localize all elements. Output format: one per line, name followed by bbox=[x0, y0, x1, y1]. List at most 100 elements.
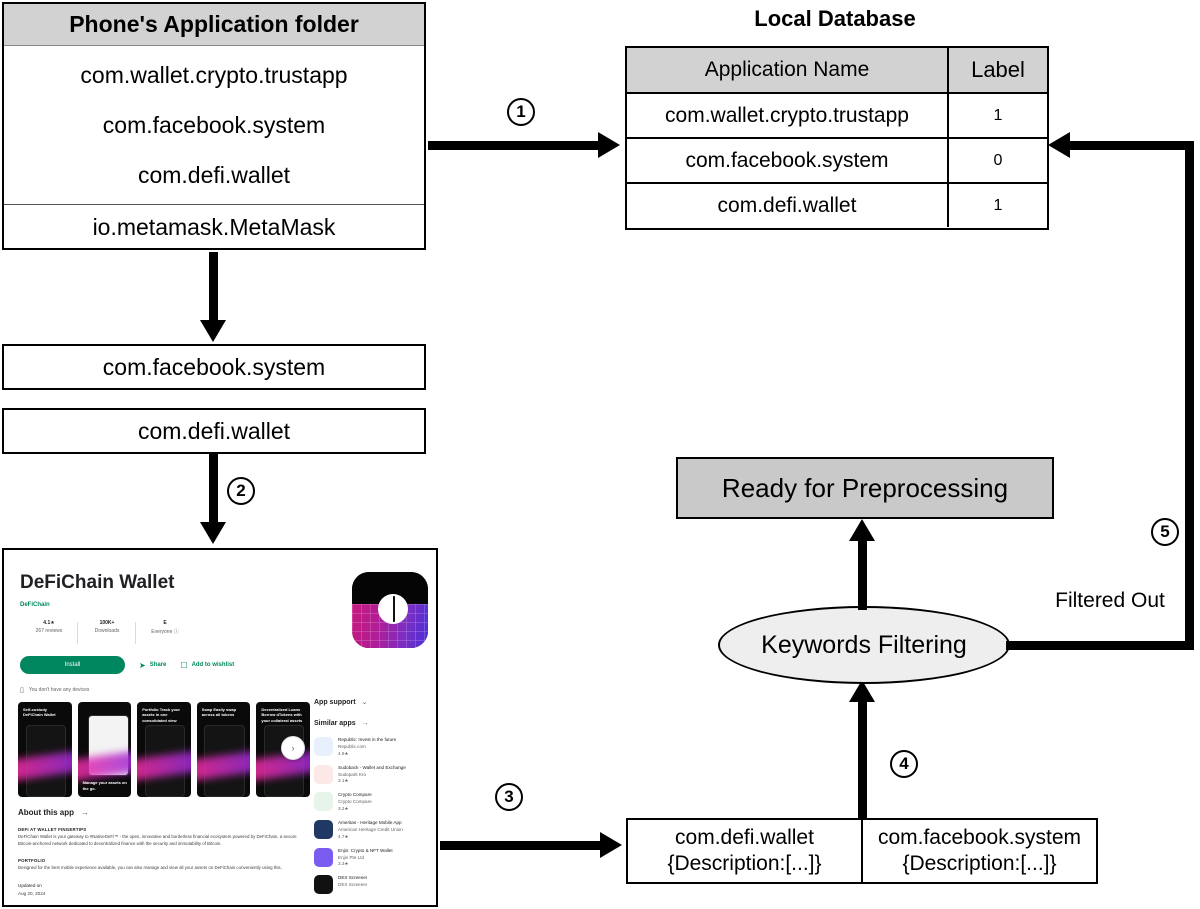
arrow-3-line bbox=[440, 841, 604, 850]
store-screenshot-strip[interactable]: Self-custody DeFiChain Wallet Manage you… bbox=[18, 702, 310, 797]
similar-apps-section[interactable]: Similar apps → bbox=[314, 720, 436, 727]
stat-content-rating-value: E bbox=[163, 620, 167, 626]
filtered-out-label: Filtered Out bbox=[1055, 589, 1165, 612]
similar-app-title: Ameritas - Heritage Mobile App bbox=[338, 820, 402, 826]
arrow-2-line bbox=[209, 454, 218, 526]
app-tile-icon bbox=[314, 792, 333, 812]
arrow-5-head bbox=[1048, 132, 1070, 158]
about-heading-text: About this app bbox=[18, 808, 74, 817]
device-note-text: You don't have any devices bbox=[28, 687, 90, 693]
arrow-ready-head bbox=[849, 519, 875, 541]
list-item[interactable]: Republic: Invest in the future Republic.… bbox=[314, 737, 436, 758]
app-icon bbox=[352, 572, 428, 648]
updated-label: Updated on bbox=[18, 883, 42, 889]
screenshot-thumb[interactable]: Portfolio Track your assets in one conso… bbox=[137, 702, 191, 797]
screenshot-thumb[interactable]: Self-custody DeFiChain Wallet bbox=[18, 702, 72, 797]
screenshot-thumb[interactable]: Swap Easily swap across all tokens bbox=[196, 702, 251, 797]
app-support-section[interactable]: App support ⌄ bbox=[314, 698, 436, 707]
arrow-5-seg-right bbox=[1006, 641, 1194, 650]
device-icon: ▯ bbox=[20, 687, 24, 694]
stat-content-rating-label: Everyone ⓘ bbox=[151, 629, 179, 635]
similar-app-rating: 3.2★ bbox=[338, 806, 349, 812]
similar-app-rating: 3.1★ bbox=[338, 778, 349, 784]
screenshot-caption: Manage your assets on the go. bbox=[82, 780, 127, 791]
about-section-heading: PORTFOLIO bbox=[18, 857, 46, 863]
screenshot-next-icon[interactable]: › bbox=[281, 736, 305, 760]
screenshot-caption: Swap Easily swap across all tokens bbox=[201, 707, 237, 718]
defichain-logo-icon bbox=[378, 594, 408, 624]
similar-app-subtitle: DEX Screener bbox=[338, 882, 368, 888]
arrow-5-seg-left bbox=[1070, 141, 1194, 150]
wishlist-label: Add to wishlist bbox=[191, 662, 235, 668]
arrow-2-head bbox=[200, 522, 226, 544]
stat-downloads-value: 100K+ bbox=[99, 620, 115, 626]
screenshot-caption: Decentralized Loans Borrow dTokens with … bbox=[261, 707, 303, 723]
glow bbox=[77, 749, 132, 782]
description-app-name: com.defi.wallet bbox=[675, 826, 814, 850]
table-row: com.wallet.crypto.trustapp 1 bbox=[627, 92, 1047, 137]
about-heading[interactable]: About this app → bbox=[18, 808, 308, 817]
cell-label: 0 bbox=[993, 151, 1003, 169]
about-section-body: Designed for the best mobile experience … bbox=[18, 864, 282, 870]
phone-folder-title: Phone's Application folder bbox=[4, 4, 424, 46]
app-tile-icon bbox=[314, 737, 333, 756]
arrow-4-line bbox=[858, 700, 867, 820]
cell-app-name: com.defi.wallet bbox=[627, 184, 949, 227]
stat-downloads-label: Downloads bbox=[94, 628, 120, 634]
install-button[interactable]: Install bbox=[20, 656, 125, 674]
screenshot-thumb[interactable]: Manage your assets on the go. bbox=[77, 702, 132, 797]
list-item[interactable]: DEX Screener DEX Screener bbox=[314, 875, 436, 895]
arrow-1-head bbox=[598, 132, 620, 158]
similar-app-title: Republic: Invest in the future bbox=[338, 737, 397, 742]
step-badge-4: 4 bbox=[890, 750, 918, 778]
stat-downloads: 100K+ Downloads bbox=[78, 620, 136, 650]
list-item[interactable]: Enjin: Crypto & NFT Wallet Enjin Pte Ltd… bbox=[314, 847, 436, 869]
share-button[interactable]: ➤ Share bbox=[139, 661, 166, 670]
step-badge-5: 5 bbox=[1151, 518, 1179, 546]
app-tile-icon bbox=[314, 820, 333, 840]
store-right-column: App support ⌄ Similar apps → Republic: I… bbox=[314, 698, 436, 901]
stat-rating-label: 267 reviews bbox=[35, 628, 63, 634]
step-badge-2: 2 bbox=[227, 477, 255, 505]
stat-content-rating: E Everyone ⓘ bbox=[136, 620, 194, 650]
phone-folder-separated-app: io.metamask.MetaMask bbox=[92, 213, 336, 240]
store-action-row: Install ➤ Share ☐ Add to wishlist bbox=[20, 656, 234, 674]
phone-folder-app-0: com.wallet.crypto.trustapp bbox=[80, 61, 348, 88]
about-this-app-section: About this app → DEFI AT WALLET FINGERTI… bbox=[18, 808, 308, 905]
play-store-screenshot: DeFiChain Wallet DeFiChain 4.1★ 267 revi… bbox=[2, 548, 438, 907]
share-label: Share bbox=[149, 662, 167, 668]
updated-date: Aug 20, 2024 bbox=[18, 891, 46, 897]
similar-app-title: Crypto Compare bbox=[338, 792, 372, 798]
arrow-3-head bbox=[600, 832, 622, 858]
store-device-note: ▯ You don't have any devices bbox=[20, 686, 89, 694]
bookmark-icon: ☐ bbox=[180, 660, 188, 670]
similar-app-title: Sudoback - Wallet and Exchange bbox=[338, 764, 406, 770]
similar-app-subtitle: Republic.com bbox=[338, 743, 366, 749]
app-tile-icon bbox=[314, 847, 333, 867]
arrow-folder-down-line bbox=[209, 252, 218, 324]
step-badge-1: 1 bbox=[507, 98, 535, 126]
list-item[interactable]: Crypto Compare Crypto Compare 3.2★ bbox=[314, 792, 436, 813]
cell-app-name: com.facebook.system bbox=[627, 139, 949, 182]
list-item[interactable]: Sudoback - Wallet and Exchange Sudopark … bbox=[314, 764, 436, 786]
arrow-folder-down-head bbox=[200, 320, 226, 342]
similar-app-rating: 4.8★ bbox=[338, 750, 349, 756]
phone-folder-divider bbox=[4, 204, 424, 205]
filtered-box-defi: com.defi.wallet bbox=[2, 408, 426, 454]
screenshot-caption: Self-custody DeFiChain Wallet bbox=[23, 707, 56, 718]
cell-label: 1 bbox=[993, 196, 1003, 214]
store-developer[interactable]: DeFiChain bbox=[20, 602, 50, 608]
share-icon: ➤ bbox=[139, 660, 146, 670]
description-boxes: com.defi.wallet {Description:[...]} com.… bbox=[626, 818, 1098, 884]
similar-app-subtitle: Enjin Pte Ltd bbox=[338, 854, 365, 860]
arrow-1-line bbox=[428, 141, 602, 150]
column-header-label: Label bbox=[971, 57, 1025, 82]
list-item[interactable]: Ameritas - Heritage Mobile App American … bbox=[314, 820, 436, 841]
add-to-wishlist-button[interactable]: ☐ Add to wishlist bbox=[180, 661, 234, 670]
similar-app-title: Enjin: Crypto & NFT Wallet bbox=[338, 847, 393, 853]
cell-label: 1 bbox=[993, 106, 1003, 124]
app-tile-icon bbox=[314, 764, 333, 784]
similar-app-rating: 3.3★ bbox=[338, 861, 349, 867]
app-support-label: App support bbox=[314, 698, 356, 706]
local-database-table: Application Name Label com.wallet.crypto… bbox=[625, 46, 1049, 230]
